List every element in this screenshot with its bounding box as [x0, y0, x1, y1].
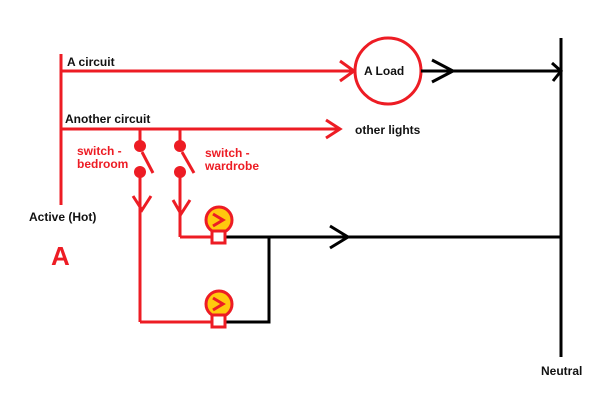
switch-bedroom-label: switch - bedroom [77, 144, 129, 171]
other-lights-arrow [325, 118, 343, 140]
active-hot-label: Active (Hot) [29, 210, 97, 224]
wardrobe-switch-blade [180, 151, 196, 174]
active-symbol-label: A [51, 241, 70, 271]
bedroom-lamp-return-wire [226, 237, 271, 324]
lamp-bedroom-bulb [204, 289, 234, 319]
a-circuit-label: A circuit [67, 55, 115, 69]
lamp-bedroom-base [210, 313, 227, 329]
bedroom-switch-blade [140, 151, 155, 174]
a-load-return-arrow-1 [431, 58, 457, 84]
a-load-label: A Load [364, 64, 405, 78]
lamp-wardrobe-base [210, 229, 227, 245]
lamp-wardrobe-filament [212, 212, 226, 228]
lamp-bedroom [204, 289, 234, 329]
lamp-wardrobe [204, 205, 234, 245]
wardrobe-switch-contact-bottom [174, 166, 186, 178]
a-load-return-arrow-2 [551, 61, 564, 82]
another-circuit-label: Another circuit [65, 112, 151, 126]
lamp-wardrobe-bulb [204, 205, 234, 235]
neutral-label: Neutral [541, 364, 583, 378]
lamps-return-arrow [329, 224, 351, 250]
bedroom-switch-contact-bottom [134, 166, 146, 178]
bedroom-branch-arrow [131, 195, 153, 213]
bedroom-switch-contact-top [134, 140, 146, 152]
wardrobe-branch-arrow [171, 199, 192, 217]
wardrobe-switch-contact-top [174, 140, 186, 152]
lamp-bedroom-filament [212, 296, 226, 312]
switch-wardrobe-label: switch - wardrobe [205, 146, 260, 173]
other-lights-label: other lights [355, 123, 421, 137]
